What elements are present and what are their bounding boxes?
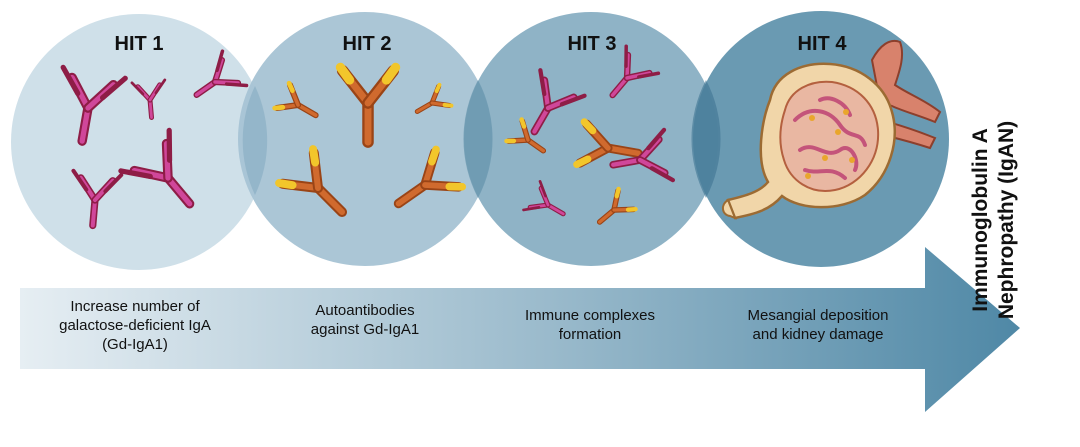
- hit3-title: HIT 3: [567, 33, 617, 55]
- hit3-caption: Immune complexes formation: [524, 307, 656, 343]
- hit2-caption: Autoantibodies against Gd-IgA1: [310, 302, 420, 338]
- overlap-1-2: [242, 86, 268, 195]
- hit4-caption: Mesangial deposition and kidney damage: [747, 307, 889, 343]
- outcome-label: Immunoglobulin A Nephropathy (IgAN): [968, 90, 1038, 350]
- flow-arrow: [20, 247, 1020, 412]
- kidney-glomerulus: [722, 40, 942, 220]
- outcome-line-1: Immunoglobulin A: [969, 128, 992, 312]
- hit4-title: HIT 4: [797, 33, 847, 55]
- hit1-caption: Increase number of galactose-deficient I…: [59, 298, 211, 353]
- outcome-line-2: Nephropathy (IgAN): [995, 120, 1018, 320]
- hit1-title: HIT 1: [114, 33, 164, 55]
- overlap-2-3: [463, 80, 493, 198]
- hit2-title: HIT 2: [342, 33, 392, 55]
- overlap-3-4: [691, 80, 721, 198]
